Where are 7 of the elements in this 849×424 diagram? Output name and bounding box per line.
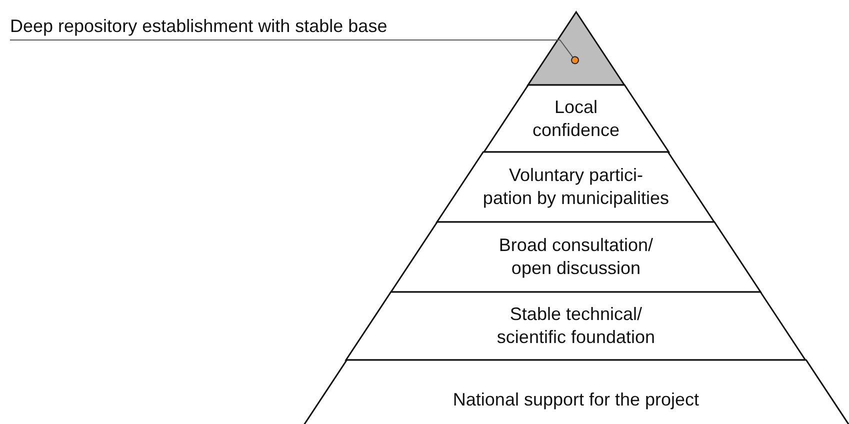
leader-line [10, 40, 579, 64]
tier-label: Stable technical/ scientific foundation [496, 303, 656, 349]
tier-label: National support for the project [452, 388, 700, 412]
tier-label: Voluntary partici- pation by municipalities [482, 164, 670, 210]
tier-label: Local confidence [532, 96, 620, 142]
callout-label: Deep repository establishment with stable base [10, 14, 388, 38]
tier-label: Broad consultation/ open discussion [498, 234, 654, 280]
